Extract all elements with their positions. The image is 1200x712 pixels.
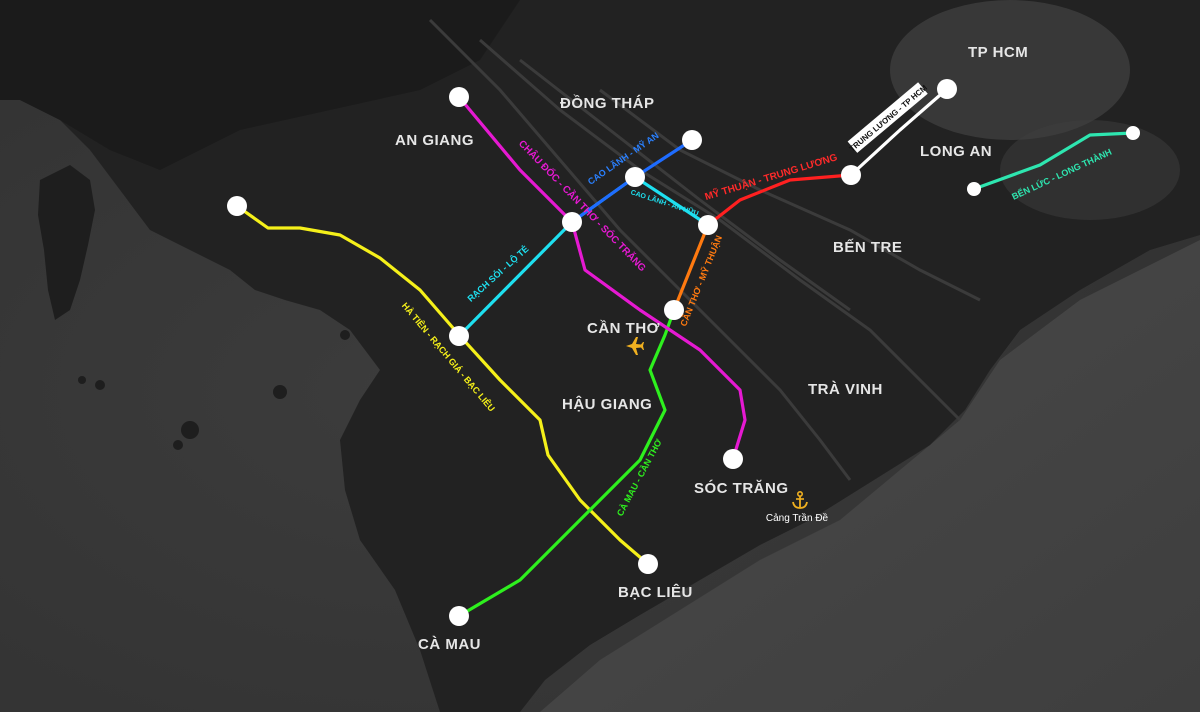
label-can-tho: CẦN THƠ [587, 320, 660, 337]
node-ca-mau [449, 606, 469, 626]
route-ca-mau-can-tho [457, 308, 676, 618]
node-tp-hcm [937, 79, 957, 99]
long-thanh-area [1000, 120, 1180, 220]
node-chau-doc [449, 87, 469, 107]
phu-quoc-island [38, 165, 95, 320]
label-an-giang: AN GIANG [395, 132, 474, 149]
anchor-icon [792, 491, 808, 509]
label-ca-mau: CÀ MAU [418, 636, 481, 653]
label-ben-tre: BẾN TRE [833, 239, 902, 256]
node-my-an [682, 130, 702, 150]
node-lo-te [562, 212, 582, 232]
node-long-thanh [1126, 126, 1140, 140]
route-my-thuan-trung-luong [706, 173, 853, 227]
airplane-icon [626, 337, 644, 355]
route-chau-doc-can-tho-soc-trang [457, 95, 747, 461]
route-cao-lanh-an-huu [633, 175, 710, 227]
label-long-an: LONG AN [920, 143, 992, 160]
node-trung-luong [841, 165, 861, 185]
label-port: Cảng Trần Đề [766, 512, 829, 524]
node-rach-soi [449, 326, 469, 346]
node-bac-lieu [638, 554, 658, 574]
label-bac-lieu: BẠC LIÊU [618, 583, 693, 601]
node-soc-trang [723, 449, 743, 469]
label-hau-giang: HẬU GIANG [562, 395, 652, 413]
node-can-tho [664, 300, 684, 320]
label-dong-thap: ĐỒNG THÁP [560, 94, 655, 112]
label-tp-hcm: TP HCM [968, 44, 1028, 61]
small-islands [78, 330, 350, 450]
node-my-thuan [698, 215, 718, 235]
node-cao-lanh [625, 167, 645, 187]
node-ben-luc [967, 182, 981, 196]
hcm-urban-area [890, 0, 1130, 140]
node-ha-tien [227, 196, 247, 216]
rivers [428, 18, 981, 481]
route-trung-luong-tphcm [849, 87, 949, 177]
label-tra-vinh: TRÀ VINH [808, 381, 883, 398]
route-ben-luc-long-thanh [972, 131, 1135, 191]
route-nodes [227, 79, 1140, 626]
east-sea [540, 240, 1200, 712]
route-can-tho-my-thuan [672, 223, 710, 312]
northern-land [0, 0, 520, 170]
label-soc-trang: SÓC TRĂNG [694, 479, 789, 497]
